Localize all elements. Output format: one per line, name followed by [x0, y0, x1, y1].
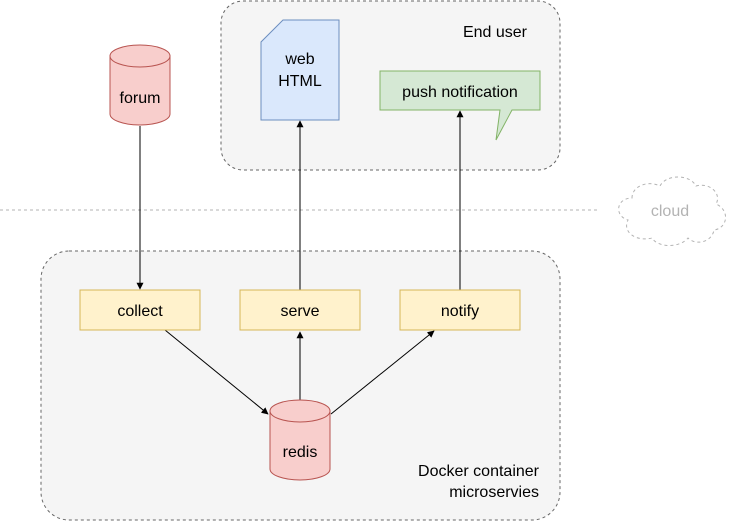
serve-box	[239, 289, 361, 331]
group-docker-label-line1: Docker container	[418, 463, 540, 480]
web-html-document[interactable]: web HTML	[260, 19, 340, 121]
edge-redis-to-notify	[330, 330, 435, 415]
web-html-label-line1: web	[284, 51, 314, 68]
notify-box	[399, 289, 521, 331]
redis-database[interactable]: redis	[269, 399, 331, 481]
serve-process[interactable]: serve	[239, 289, 361, 331]
redis-label: redis	[283, 444, 318, 461]
forum-database-top	[109, 44, 171, 68]
web-html-document-shape	[260, 19, 340, 121]
push-notification-shape	[379, 70, 541, 141]
forum-database[interactable]: forum	[109, 44, 171, 126]
notify-process[interactable]: notify	[399, 289, 521, 331]
cloud-node[interactable]: cloud	[618, 176, 726, 246]
web-html-label-line2: HTML	[278, 73, 322, 90]
cloud-shape	[618, 176, 726, 246]
serve-label: serve	[280, 303, 319, 320]
cloud-label: cloud	[651, 203, 689, 220]
group-docker-label-line2: microservies	[449, 484, 539, 501]
collect-label: collect	[117, 303, 163, 320]
forum-label: forum	[120, 90, 161, 107]
push-notification-callout[interactable]: push notification	[379, 70, 541, 141]
collect-process[interactable]: collect	[79, 289, 201, 331]
redis-database-top	[269, 399, 331, 423]
redis-database-body	[269, 410, 331, 481]
notify-label: notify	[441, 303, 479, 320]
push-notification-label: push notification	[402, 84, 518, 101]
group-end-user-label: End user	[463, 24, 528, 41]
edge-collect-to-redis	[164, 329, 269, 415]
collect-box	[79, 289, 201, 331]
forum-database-body	[109, 55, 171, 126]
